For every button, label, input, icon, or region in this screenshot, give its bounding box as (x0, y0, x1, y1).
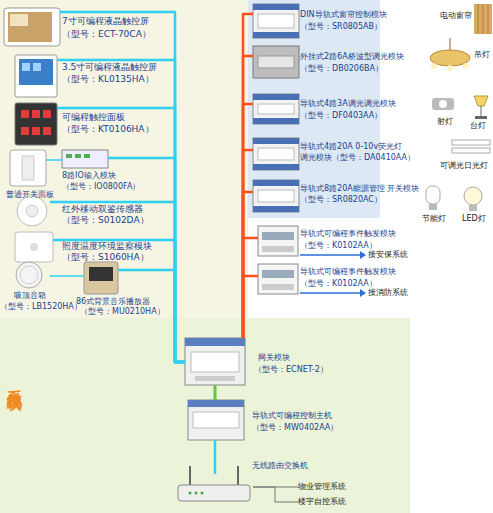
device-node: 外挂式2路6A桥波型调光模块（型号：DB0206BA） (253, 46, 299, 78)
bus-line (57, 108, 185, 362)
device-node: DIN导轨式窗帘控制模块（型号：SR0805AB） (253, 4, 299, 38)
bus-line (243, 238, 258, 338)
device-name: 7寸可编程液晶触控屏 (62, 16, 149, 27)
device-label: 接消防系统 (368, 288, 408, 298)
device-name: 导轨式可编程事件触发模块 (300, 266, 396, 277)
device-name: 普通开关面板 (6, 189, 54, 200)
section-title: 系统模块 (6, 378, 23, 386)
device-name: 导轨式8路20A能源管理 开关模块（型号：SR0820AC） (300, 183, 420, 205)
device-name: 吸顶音箱 (14, 290, 46, 301)
device-label: 台灯 (470, 121, 486, 131)
model-number: （型号：K0102AA） (300, 240, 377, 251)
device-node: 可编程触控面板（型号：KT0106HA） (15, 103, 57, 145)
bus-line (50, 202, 185, 362)
device-name: DIN导轨式窗帘控制模块 (300, 9, 387, 20)
device-name: 导轨式4路20A 0-10v荧光灯 调光模块（型号：DA0410AA） (300, 141, 420, 163)
device-node: 导轨式可编程事件触发模块（型号：K0102AA） (258, 264, 298, 294)
device-node: 网关模块（型号：ECNET-2） (185, 338, 245, 385)
model-number: （型号：KL0135HA） (62, 74, 154, 85)
device-node: 8路IO输入模块（型号：IO0800FA） (62, 150, 108, 168)
model-number: （型号：LB1520HA） (0, 301, 82, 312)
model-number: （型号：K0102AA） (300, 278, 377, 289)
device-name: 3.5寸可编程液晶触控屏 (62, 62, 157, 73)
bus-line (243, 192, 253, 338)
device-name: 导轨式可编程事件触发模块 (300, 228, 396, 239)
device-node: 楼宇自控系统 (298, 496, 346, 507)
bus-line (253, 487, 298, 502)
device-label: 电动窗帘 (440, 11, 472, 21)
model-number: （型号：KT0106HA） (62, 124, 154, 135)
device-node: 导轨式8路20A能源管理 开关模块（型号：SR0820AC） (253, 180, 299, 212)
model-number: （型号：S1060HA） (62, 252, 149, 263)
device-name: 照度温度环境监察模块 (62, 241, 152, 252)
device-node: 普通开关面板 (10, 150, 46, 186)
model-number: （型号：ECNET-2） (254, 364, 328, 375)
device-name: 无线路由交换机 (252, 460, 308, 471)
device-node: 吸顶音箱（型号：LB1520HA） (8, 262, 50, 288)
device-name: 导轨式可编程控制主机 (252, 410, 332, 421)
device-node: 红外移动双鉴传感器（型号：S0102DA） (14, 196, 50, 226)
bus-line (57, 60, 185, 362)
device-node: 导轨式可编程控制主机（型号：MW0402AA） (188, 400, 244, 440)
model-number: （型号：DB0206BA） (300, 63, 383, 74)
device-name: 导轨式4路3A调光调光模块 (300, 98, 396, 109)
device-node: 7寸可编程液晶触控屏（型号：ECT-70CA） (4, 5, 60, 50)
device-node: 导轨式4路3A调光调光模块（型号：DF0403AA） (253, 94, 299, 124)
device-label: 可调光日光灯 (440, 161, 488, 171)
device-name: 8路IO输入模块 (62, 170, 116, 181)
bus-line (50, 275, 84, 277)
model-number: （型号：MU0210HA） (80, 306, 165, 317)
bus-line (243, 104, 253, 338)
bus-line (243, 150, 253, 338)
device-name: 可编程触控面板 (62, 112, 125, 123)
device-name: 86式背景音乐播放器 (76, 296, 150, 307)
model-number: （型号：MW0402AA） (252, 422, 338, 433)
model-number: （型号：IO0800FA） (62, 181, 140, 192)
model-number: （型号：SR0805AB） (300, 21, 382, 32)
device-name: 楼宇自控系统 (298, 496, 346, 507)
bus-line (214, 440, 217, 474)
device-label: 射灯 (437, 117, 453, 127)
device-name: 红外移动双鉴传感器 (62, 204, 143, 215)
device-node: 照度温度环境监察模块（型号：S1060HA） (15, 232, 53, 262)
device-node: 导轨式4路20A 0-10v荧光灯 调光模块（型号：DA0410AA） (253, 138, 299, 170)
model-number: （型号：S0102DA） (62, 215, 149, 226)
bus-line (53, 240, 185, 362)
bus-line (243, 14, 253, 338)
device-name: 物业管理系统 (298, 481, 346, 492)
device-node: 导轨式可编程事件触发模块（型号：K0102AA） (258, 226, 298, 256)
device-name: 外挂式2路6A桥波型调光模块 (300, 51, 404, 62)
device-label: 吊灯 (474, 50, 490, 60)
device-label: 接安保系统 (368, 250, 408, 260)
model-number: （型号：ECT-70CA） (62, 29, 151, 40)
device-node: 3.5寸可编程液晶触控屏（型号：KL0135HA） (15, 55, 57, 97)
device-node: 无线路由交换机 (175, 474, 253, 504)
bus-line (243, 56, 253, 338)
bus-line (214, 385, 217, 400)
device-node: 物业管理系统 (298, 481, 346, 492)
device-label: 节能灯 (422, 214, 446, 224)
device-name: 网关模块 (258, 352, 290, 363)
model-number: （型号：DF0403AA） (300, 110, 382, 121)
bus-line (46, 159, 62, 161)
device-node: 86式背景音乐播放器（型号：MU0210HA） (84, 262, 118, 294)
device-label: LED灯 (462, 214, 486, 224)
bus-line (243, 276, 258, 338)
